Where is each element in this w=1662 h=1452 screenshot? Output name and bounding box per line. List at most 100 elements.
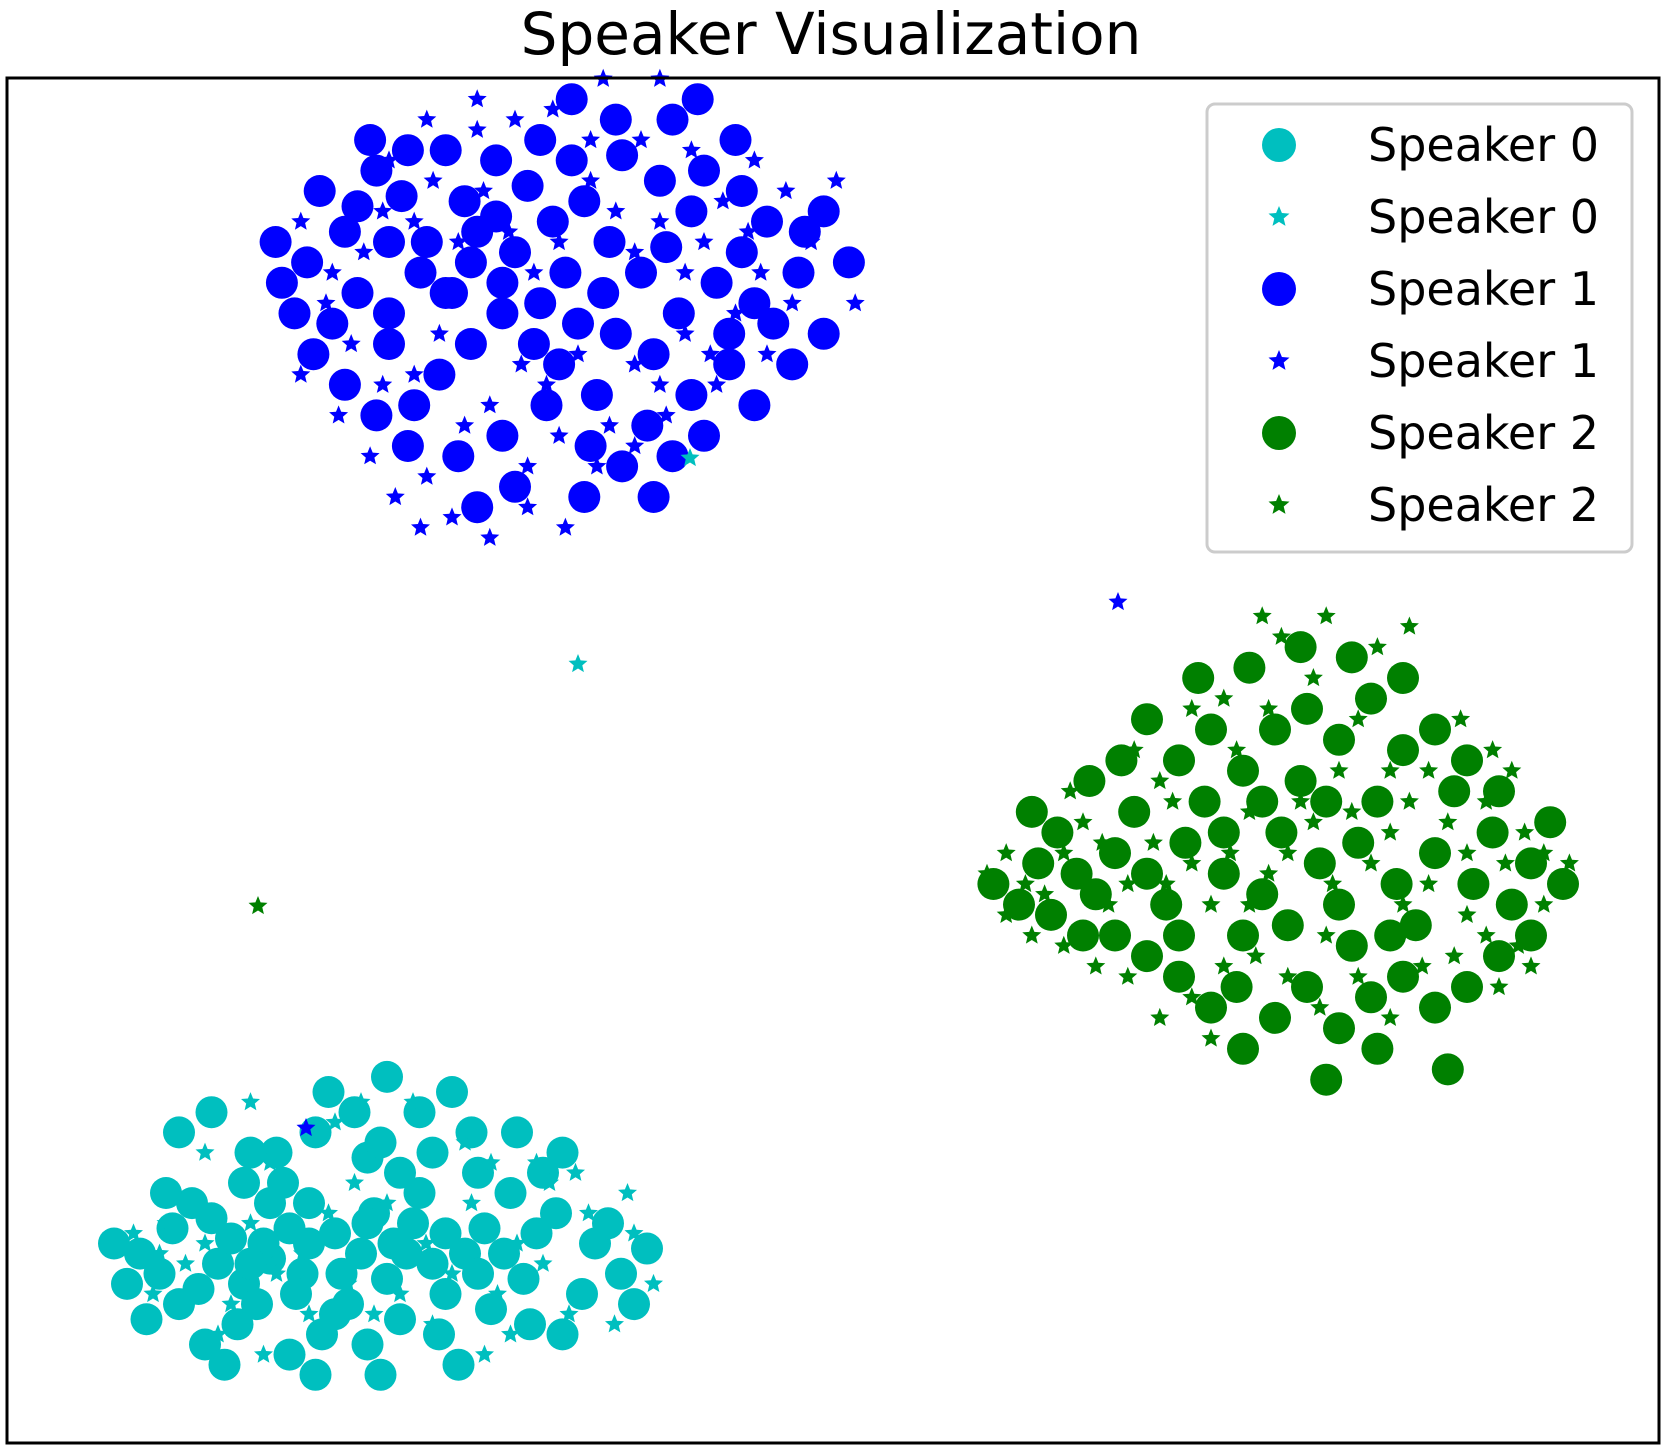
data-point [462, 1257, 494, 1290]
data-point [1233, 651, 1266, 684]
data-point [546, 1318, 579, 1351]
data-point [1041, 816, 1074, 849]
data-point [391, 430, 424, 462]
data-point [719, 124, 752, 156]
data-point [505, 109, 525, 128]
data-point [1457, 904, 1477, 923]
data-point [559, 1304, 579, 1323]
data-point [1444, 946, 1464, 965]
data-point [1278, 843, 1298, 862]
data-point [1220, 971, 1253, 1003]
data-point-outlier [296, 1118, 316, 1137]
data-point [322, 262, 342, 281]
data-point [1380, 760, 1400, 779]
data-point [1150, 888, 1183, 921]
data-point [1214, 956, 1234, 975]
data-point [351, 1207, 384, 1240]
legend-label: Speaker 2 [1368, 406, 1599, 460]
data-point [385, 487, 405, 506]
data-point [278, 297, 311, 330]
data-point [390, 1237, 423, 1270]
data-point [1559, 853, 1579, 872]
data-point [364, 1304, 384, 1323]
data-point [501, 1116, 533, 1149]
data-point [549, 232, 569, 251]
data-point [606, 201, 626, 220]
data-point [481, 1152, 501, 1171]
data-point [507, 1262, 540, 1295]
data-point [656, 103, 689, 136]
data-point [234, 1136, 267, 1169]
legend-label: Speaker 0 [1368, 190, 1599, 244]
data-point [643, 164, 676, 197]
data-point [1163, 919, 1195, 952]
data-point [1239, 894, 1259, 913]
data-point [1316, 606, 1336, 625]
data-point [1399, 791, 1419, 810]
data-point [480, 144, 513, 177]
data-point [606, 450, 639, 483]
data-point [1182, 987, 1202, 1006]
data-point-outlier [680, 448, 700, 467]
data-point [475, 1293, 507, 1326]
data-point [341, 190, 374, 223]
data-point [1547, 868, 1579, 900]
data-point [208, 1324, 228, 1343]
data-point [555, 144, 588, 177]
data-point [1303, 812, 1323, 831]
data-point [111, 1267, 143, 1300]
data-point [373, 226, 405, 258]
data-point [328, 215, 361, 248]
data-point [241, 1213, 260, 1232]
data-point [1054, 935, 1074, 954]
data-point [700, 266, 733, 299]
data-point [1220, 843, 1240, 862]
data-point [1278, 966, 1298, 985]
data-point [1124, 740, 1144, 759]
data-point [1195, 991, 1227, 1024]
series-3 [291, 68, 865, 546]
data-point [454, 246, 487, 279]
data-point [371, 1060, 403, 1093]
data-point [1214, 688, 1234, 707]
legend-label: Speaker 1 [1368, 334, 1599, 388]
data-point [1323, 723, 1355, 756]
data-point [1035, 884, 1055, 903]
data-point [637, 481, 670, 513]
data-point [845, 293, 865, 312]
data-point [291, 246, 324, 279]
data-point [1374, 919, 1407, 952]
data-point [429, 323, 449, 342]
data-point [423, 1314, 442, 1333]
data-point [455, 1132, 475, 1151]
data-point [587, 277, 620, 309]
data-point [467, 89, 487, 108]
data-point [328, 368, 361, 401]
data-point [725, 175, 758, 207]
data-point [662, 297, 695, 330]
data-point [267, 1166, 299, 1199]
data-point [221, 1308, 254, 1341]
data-point [527, 1152, 546, 1171]
data-point [1156, 874, 1176, 893]
data-point [1438, 775, 1471, 808]
data-point [416, 1247, 449, 1280]
data-point [1105, 744, 1138, 777]
data-point [579, 1203, 598, 1222]
data-point [417, 109, 437, 128]
data-point [540, 1172, 559, 1191]
data-point [540, 1197, 572, 1230]
data-point [124, 1223, 143, 1242]
data-point [600, 415, 619, 434]
data-point [517, 328, 550, 360]
data-point [1495, 853, 1515, 872]
data-point [650, 211, 670, 230]
data-point [738, 287, 771, 320]
data-point [442, 440, 475, 473]
data-point [1284, 631, 1317, 664]
series-1 [124, 1092, 663, 1363]
data-point [442, 507, 462, 526]
data-point [524, 262, 544, 281]
data-point [1412, 956, 1432, 975]
